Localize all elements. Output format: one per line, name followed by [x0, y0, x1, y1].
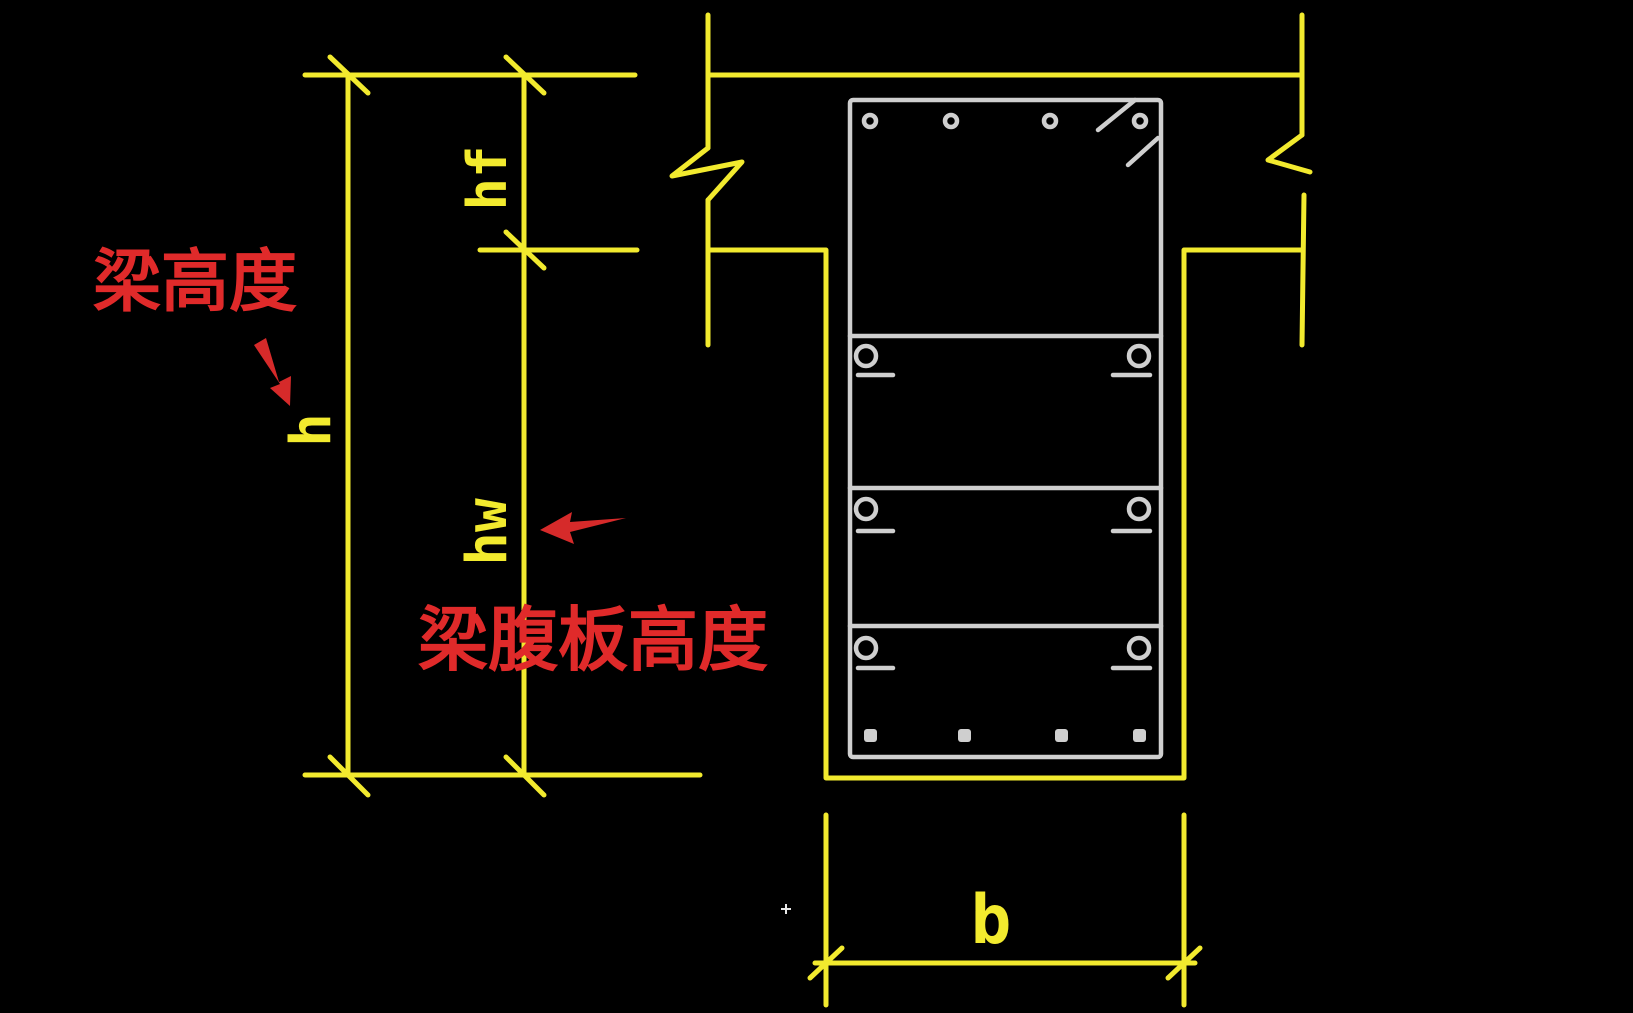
label-b: b	[971, 881, 1012, 960]
rebar-bottom-1	[864, 729, 877, 742]
tick-hf-bottom	[503, 229, 547, 271]
stirrup-hook-2	[1125, 135, 1161, 168]
label-h: h	[279, 413, 344, 447]
annotation-web-height: 梁腹板高度	[418, 599, 768, 681]
rebar-side-r3	[1126, 635, 1152, 661]
rebar-side-l3	[853, 635, 879, 661]
tick-hw-bottom	[503, 754, 547, 798]
stirrup-outline	[847, 97, 1164, 760]
rebar-side-r1	[1126, 343, 1152, 369]
rebar-top-1	[861, 112, 879, 130]
tick-b-right	[1165, 945, 1203, 981]
reinforcement-cage	[847, 97, 1164, 760]
rebar-top-4	[1131, 112, 1149, 130]
rebar-top-3	[1041, 112, 1059, 130]
right-break-zigzag	[1265, 132, 1313, 175]
rebar-bottom-2	[958, 729, 971, 742]
rebar-bottom-3	[1055, 729, 1068, 742]
side-rebars	[853, 343, 1153, 671]
rebar-top-2	[942, 112, 960, 130]
arrow-web-height	[540, 512, 626, 544]
rebar-side-r2	[1126, 496, 1152, 522]
web-outline	[705, 247, 1305, 781]
arrow-beam-height	[254, 338, 291, 406]
tick-b-left	[807, 945, 845, 981]
beam-outline	[669, 12, 1313, 781]
top-rebars	[861, 112, 1149, 130]
left-break-zigzag	[669, 145, 745, 203]
dimension-group-bottom	[807, 812, 1203, 1008]
label-hw: hw	[455, 498, 520, 566]
rebar-bottom-4	[1133, 729, 1146, 742]
rebar-side-l2	[853, 496, 879, 522]
annotation-beam-height: 梁高度	[93, 243, 297, 322]
right-break-lower	[1299, 192, 1307, 348]
tick-h-top	[327, 54, 371, 96]
cursor-icon	[781, 904, 791, 914]
stirrup-hook-1	[1095, 97, 1138, 133]
dimension-group-left	[302, 54, 703, 798]
rebar-side-l1	[853, 343, 879, 369]
tick-h-bottom	[327, 754, 371, 798]
label-hf: hf	[456, 145, 519, 210]
bottom-rebars	[864, 729, 1146, 742]
tick-hf-top	[503, 54, 547, 96]
